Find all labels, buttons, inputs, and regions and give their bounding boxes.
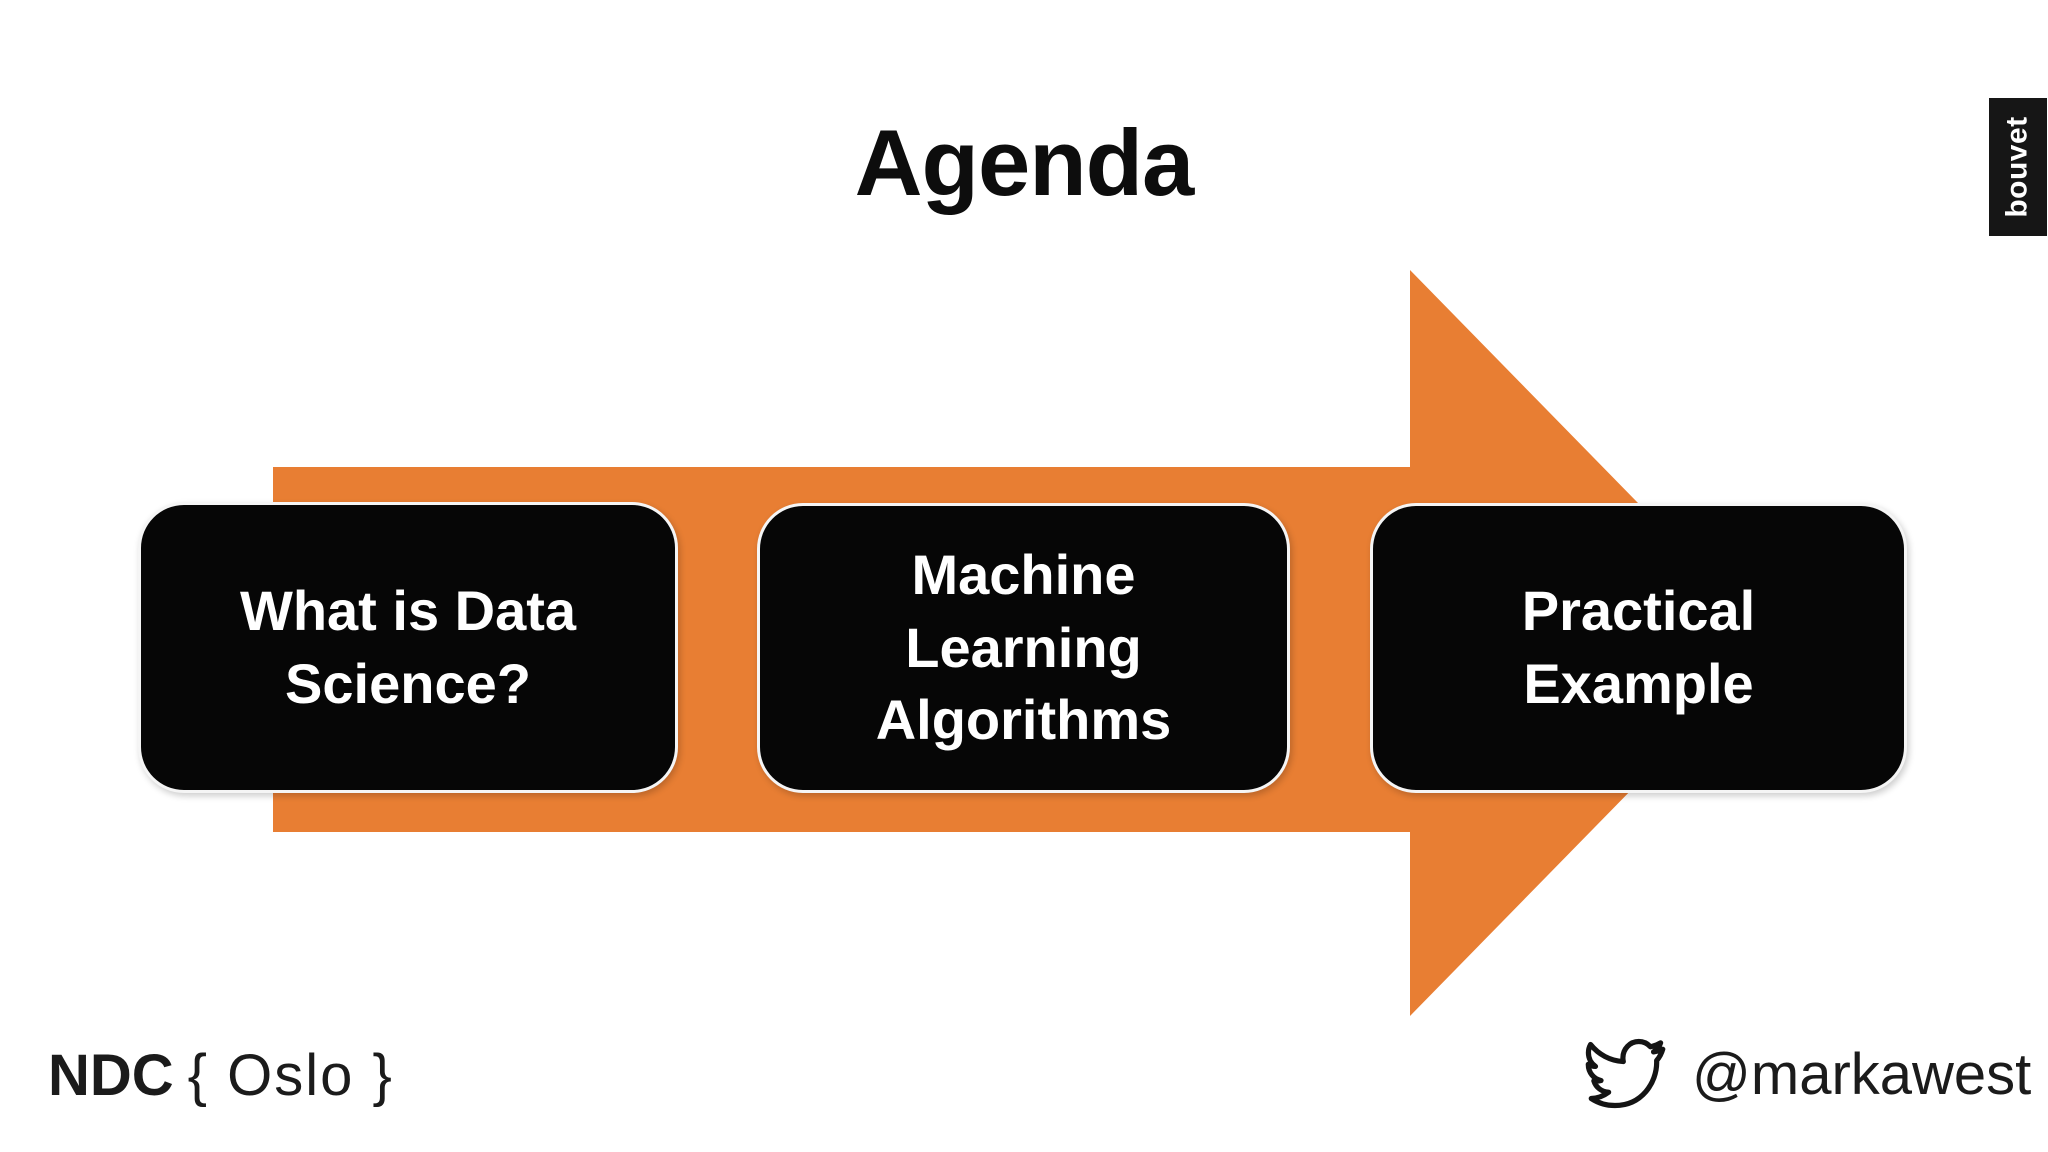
page-title: Agenda [854, 110, 1195, 215]
step-label-line: Practical [1521, 579, 1756, 643]
ndc-logo-text: NDC [48, 1043, 174, 1108]
agenda-step-practical-example: Practical Example [1370, 503, 1907, 793]
ndc-oslo-logo: NDC{ Oslo } [48, 1042, 394, 1109]
ndc-oslo-text: { Oslo } [187, 1043, 394, 1108]
agenda-step-machine-learning-algorithms: Machine Learning Algorithms [757, 503, 1290, 793]
step-label-line: What is Data [239, 578, 577, 642]
step-label-line: Algorithms [875, 688, 1172, 752]
step-label-line: Science? [285, 651, 531, 715]
twitter-bird-icon [1585, 1038, 1666, 1109]
twitter-handle: @markawest [1692, 1041, 2032, 1107]
twitter-credit: @markawest [1584, 1030, 2031, 1118]
step-label-line: Learning [905, 615, 1142, 679]
step-label-line: Machine [911, 542, 1136, 606]
step-label-line: Example [1523, 652, 1754, 715]
bouvet-logo-badge: bouvet [1989, 98, 2047, 236]
agenda-step-what-is-data-science: What is Data Science? [138, 502, 678, 793]
